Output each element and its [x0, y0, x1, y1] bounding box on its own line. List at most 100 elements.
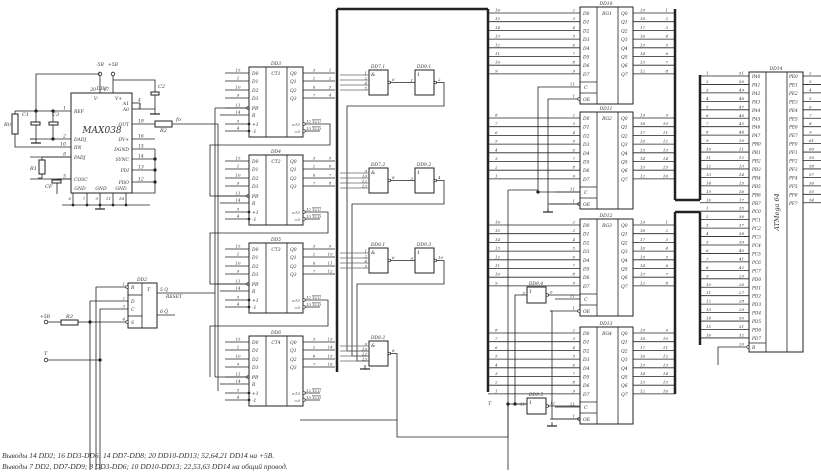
pin-num: 6 [572, 42, 575, 47]
pin-num: 3 [138, 104, 141, 110]
register-ref: DD12 [599, 213, 613, 219]
inversion-circle [302, 129, 306, 133]
bus-number: 13 [706, 307, 712, 312]
pin-num: 8 [392, 175, 395, 180]
bus-number: 14 [706, 180, 712, 185]
pin-label: D7 [582, 392, 590, 398]
pin-label: PDO [118, 180, 130, 186]
pin-num: 3 [122, 304, 125, 309]
pin-label: PF3 [788, 168, 798, 173]
pin-label: PD6 [751, 329, 761, 334]
pin-label: D0 [582, 223, 590, 229]
bus-number: 15 [663, 165, 669, 170]
pin-label: PE [251, 282, 259, 288]
pin-label: Q3 [621, 249, 628, 255]
c1-label: C1 [22, 112, 29, 118]
gate-ref: DD9.4 [528, 281, 544, 287]
carry-wire [209, 211, 329, 285]
bus-number: 5 [329, 156, 332, 161]
pin-label: Q7 [621, 72, 628, 78]
pin-num: 6 [392, 255, 395, 260]
junction-dot [506, 402, 510, 406]
pin-num: 5 [522, 291, 525, 296]
gate-symbol: & [371, 343, 376, 349]
counter-DD5 [248, 242, 304, 314]
pin-num: 11 [570, 187, 575, 192]
pin-num: 3 [313, 156, 316, 161]
pin-label: PA3 [751, 100, 761, 105]
pin-num: 2 [121, 296, 125, 301]
pin-num: 2 [312, 164, 316, 169]
counter-DD3 [248, 66, 304, 138]
pin-label: D4 [582, 46, 590, 52]
gate-ref: DD8.2 [370, 335, 386, 341]
bus-number: 1 [495, 173, 498, 178]
pin-num: 6 [313, 354, 316, 359]
pin-num: 47 [738, 104, 745, 109]
pin-num: 5 [572, 354, 575, 359]
pin-num: 57 [809, 172, 815, 177]
pin-num: 9 [237, 269, 240, 274]
pin-label: Q2 [621, 133, 628, 139]
carry-wire [209, 299, 329, 377]
bus-number: 10 [495, 60, 501, 65]
pin-num: 4 [437, 175, 441, 180]
pin-num: 41 [738, 256, 744, 261]
junction-dot [153, 168, 157, 172]
pin-label: =0 [294, 129, 300, 134]
pin-num: 19 [640, 220, 646, 225]
pin-num: 4 [571, 237, 575, 242]
pin-label: PA4 [751, 109, 761, 114]
pin-label: PE2 [788, 92, 798, 97]
pin-label: Q3 [290, 272, 297, 278]
pin-label: D3 [251, 272, 259, 278]
pin-label: OE [583, 309, 591, 315]
pin-num: 2 [312, 345, 316, 350]
pin-label: D1 [251, 167, 258, 173]
pin-label: Q7 [621, 392, 628, 398]
pin-label: PD3 [751, 303, 761, 308]
junction-dot [51, 109, 55, 113]
bus-number: 6 [665, 263, 668, 268]
pin-num: 3 [572, 228, 575, 233]
register-type: RG3 [601, 223, 612, 229]
pin-label: PC3 [751, 236, 761, 241]
inversion-circle [302, 398, 306, 402]
pin-num: 6 [68, 196, 71, 201]
pin-num: 61 [809, 138, 814, 143]
pin-num: 9 [364, 169, 367, 174]
pin-num: 2 [808, 71, 812, 76]
bus-number: 13 [706, 172, 712, 177]
bus-number: 13 [663, 147, 669, 152]
bus-number: 2 [664, 228, 668, 233]
pin-num: 3 [572, 16, 575, 21]
pin-num: 15 [235, 156, 241, 161]
feedback-wire [346, 82, 445, 352]
wire [550, 310, 580, 420]
pin-num: 11 [739, 147, 744, 152]
junction-dot [247, 298, 251, 302]
pin-num: 18 [119, 196, 125, 201]
supply-wire [35, 73, 100, 111]
bus-number: 5 [495, 354, 498, 359]
bus-number: 16 [706, 197, 712, 202]
pin-num: 13 [640, 60, 646, 65]
pin-label: =0 [294, 305, 300, 310]
pin-label: Q0 [290, 247, 297, 253]
pin-num: 15 [640, 362, 646, 367]
pin-label: D3 [582, 37, 590, 43]
pin-num: 1 [237, 164, 240, 169]
pin-num: 15 [235, 244, 241, 249]
pin-label: D1 [251, 79, 258, 85]
pin-qbar-label: 6 Q̄ [160, 308, 168, 315]
bus-number: 10 [706, 282, 712, 287]
pin-num: 2 [62, 134, 66, 140]
bus-number: 7 [706, 121, 709, 126]
bus-number: 1 [665, 8, 668, 13]
pin-label: PF6 [788, 193, 798, 198]
pin-num: 18 [640, 16, 646, 21]
bus-number: 1 [706, 206, 709, 211]
bus-number: 13 [327, 337, 333, 342]
supply-terminal [110, 71, 116, 77]
bus-number: 1 [495, 388, 498, 393]
